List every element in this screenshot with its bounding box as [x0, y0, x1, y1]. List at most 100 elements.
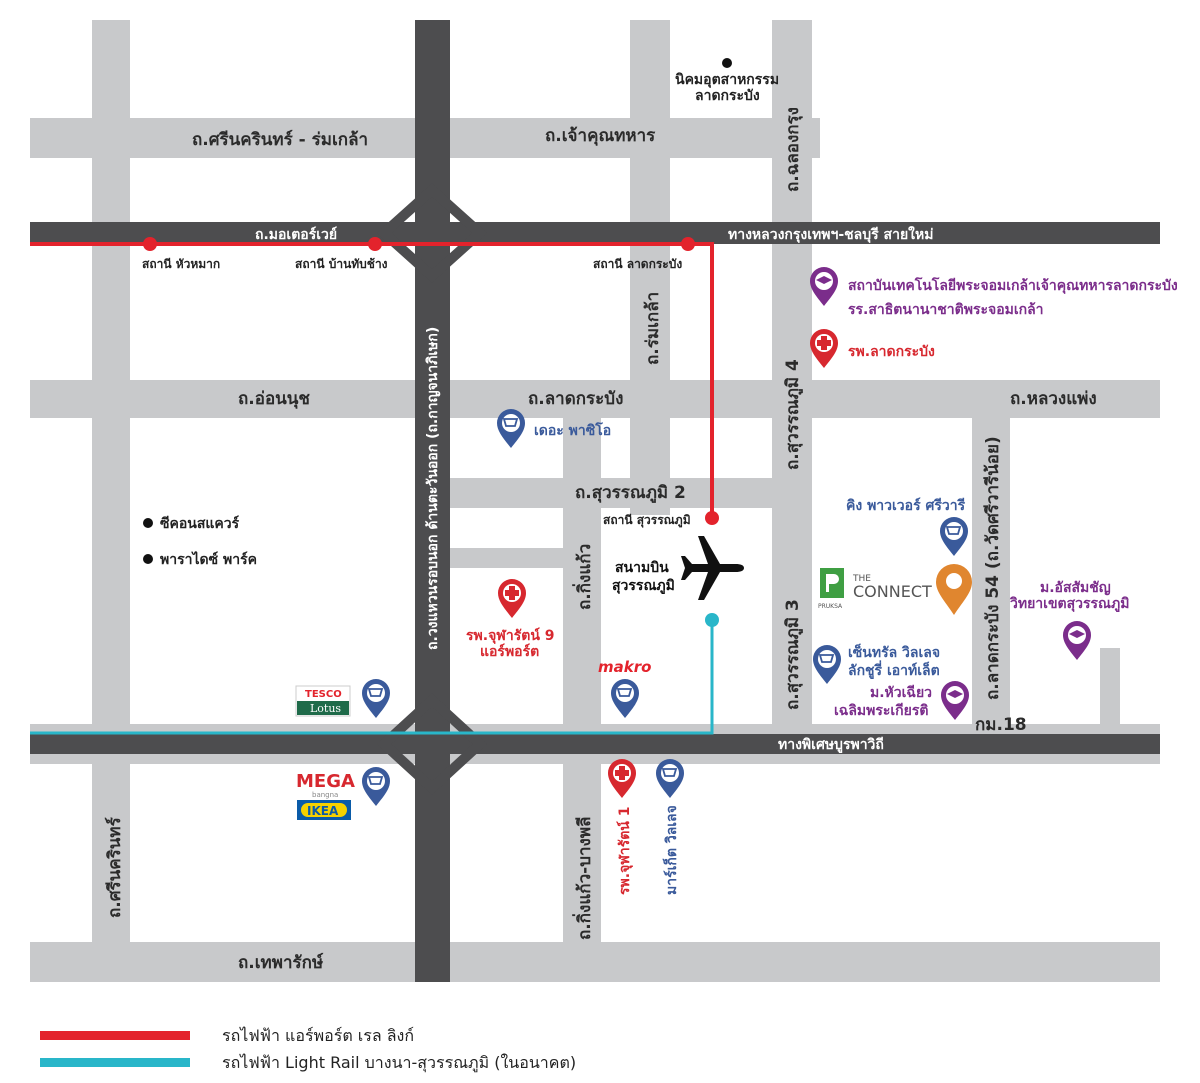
poi-market-village: มาร์เก็ต วิลเลจ — [656, 759, 684, 895]
road-suvarnabhumi-3 — [772, 490, 812, 750]
label-chularat1: รพ.จุฬารัตน์ 1 — [616, 807, 633, 896]
poi-seacon-paradise: ซีคอนสแควร์ พาราไดซ์ พาร์ค — [143, 515, 257, 568]
mega-sub: bangna — [312, 791, 338, 799]
road-lat-krabang-54 — [972, 380, 1010, 740]
poi-assumption: ม.อัสสัมชัญ วิทยาเขตสุวรรณภูมิ — [1009, 580, 1130, 660]
label-on-nut: ถ.อ่อนนุช — [238, 389, 310, 409]
label-km18: กม.18 — [975, 715, 1027, 735]
label-suvarnabhumi-4: ถ.สุวรรณภูมิ 4 — [783, 359, 804, 470]
station-dot-hua-mak — [143, 237, 157, 251]
label-paseo: เดอะ พาซิโอ — [534, 421, 611, 439]
poi-tesco-lotus: TESCO Lotus — [295, 679, 390, 718]
poi-the-connect: PRUKSA THE CONNECT — [818, 564, 972, 615]
label-bangkok-chonburi: ทางหลวงกรุงเทพฯ-ชลบุรี สายใหม่ — [728, 225, 933, 243]
label-thepharak: ถ.เทพารักษ์ — [238, 952, 324, 973]
airport-rail-link-line — [30, 242, 714, 518]
label-seacon: ซีคอนสแควร์ — [160, 515, 240, 532]
label-station-lat-krabang: สถานี ลาดกระบัง — [593, 257, 682, 271]
label-lat-krabang-54: ถ.ลาดกระบัง 54 (ถ.วัดศรีวารีน้อย) — [982, 436, 1003, 700]
light-rail-line — [30, 620, 714, 735]
tesco-text: TESCO — [305, 689, 342, 700]
poi-central-village: เซ็นทรัล วิลเลจ ลักชูรี่ เอาท์เล็ต — [813, 643, 940, 684]
the-connect-text-1: THE — [852, 574, 871, 584]
label-lat-krabang-hospital: รพ.ลาดกระบัง — [848, 344, 935, 360]
label-king-kaeo-bang-phli: ถ.กิ่งแก้ว-บางพลี — [572, 817, 595, 940]
station-dot-ban-thap-chang — [368, 237, 382, 251]
station-dot-lat-krabang — [681, 237, 695, 251]
highway-motorway — [30, 222, 1160, 244]
legend-label-light-rail: รถไฟฟ้า Light Rail บางนา-สุวรรณภูมิ (ในอ… — [222, 1053, 576, 1073]
label-industrial-1: นิคมอุตสาหกรรม — [675, 72, 779, 88]
poi-king-power: คิง พาวเวอร์ ศรีวารี — [846, 497, 968, 556]
label-king-kaeo: ถ.กิ่งแก้ว — [572, 544, 595, 610]
lotus-text: Lotus — [310, 702, 341, 715]
label-airport-line2: สุวรรณภูมิ — [612, 578, 675, 594]
poi-kmitl: สถาบันเทคโนโลยีพระจอมเกล้าเจ้าคุณทหารลาด… — [810, 267, 1178, 318]
label-hua-chiew-2: เฉลิมพระเกียรติ — [834, 703, 928, 719]
road-stub-east — [1100, 648, 1120, 728]
highway-burapha-withi — [30, 734, 1160, 754]
label-kanchanaphisek: ถ.วงแหวนรอบนอก ด้านตะวันออก (ถ.กาญจนาภิเ… — [425, 327, 441, 650]
label-luang-phaeng: ถ.หลวงแพ่ง — [1010, 389, 1097, 409]
industrial-dot — [722, 58, 732, 68]
ikea-text: IKEA — [307, 804, 339, 818]
label-romklao: ถ.ร่มเกล้า — [643, 292, 663, 365]
seacon-dot — [143, 518, 153, 528]
interchange-south — [376, 693, 488, 795]
road-burapha-side — [30, 724, 1160, 734]
poi-chularat9: รพ.จุฬารัตน์ 9 แอร์พอร์ต — [466, 579, 555, 660]
station-dot-light-rail — [705, 613, 719, 627]
label-kmitl-school: รร.สาธิตนานาชาติพระจอมเกล้า — [848, 302, 1044, 318]
airplane-icon — [681, 536, 744, 600]
label-srinakarin: ถ.ศรีนครินทร์ — [104, 816, 125, 918]
road-chao-khun-thahan — [450, 118, 820, 158]
road-burapha-side-2 — [30, 752, 1160, 764]
label-station-hua-mak: สถานี หัวหมาก — [142, 257, 220, 271]
label-srinakarin-romklao: ถ.ศรีนครินทร์ - ร่มเกล้า — [192, 129, 368, 150]
legend-swatch-airport-link — [40, 1031, 190, 1040]
airport: สนามบิน สุวรรณภูมิ — [612, 536, 744, 600]
road-suvarnabhumi-2 — [450, 478, 810, 508]
label-lat-krabang: ถ.ลาดกระบัง — [528, 389, 623, 409]
interchange-north — [376, 183, 488, 283]
poi-hua-chiew: ม.หัวเฉียว เฉลิมพระเกียรติ — [834, 681, 969, 720]
road-thepharak — [30, 942, 1160, 982]
mega-logo: MEGA — [296, 771, 355, 792]
makro-logo: makro — [598, 658, 651, 676]
label-central-village-2: ลักชูรี่ เอาท์เล็ต — [848, 660, 940, 679]
legend-label-airport-link: รถไฟฟ้า แอร์พอร์ต เรล ลิงก์ — [222, 1026, 414, 1045]
paradise-dot — [143, 554, 153, 564]
label-airport-line1: สนามบิน — [615, 560, 669, 576]
poi-makro: makro — [598, 658, 651, 718]
poi-paseo: เดอะ พาซิโอ — [497, 409, 611, 448]
label-assumption-2: วิทยาเขตสุวรรณภูมิ — [1009, 596, 1130, 612]
label-chularat9-1: รพ.จุฬารัตน์ 9 — [466, 627, 555, 644]
label-paradise: พาราไดซ์ พาร์ค — [160, 550, 257, 568]
poi-mega-ikea: MEGA bangna IKEA — [296, 767, 390, 820]
station-labels: สถานี หัวหมาก สถานี บ้านทับช้าง สถานี ลา… — [142, 257, 691, 528]
road-king-kaeo — [563, 380, 601, 945]
label-station-suvarnabhumi: สถานี สุวรรณภูมิ — [603, 513, 691, 528]
pruksa-text: PRUKSA — [818, 603, 843, 610]
label-chularat9-2: แอร์พอร์ต — [480, 643, 539, 660]
rail-lines — [30, 237, 719, 735]
industrial-estate: นิคมอุตสาหกรรม ลาดกระบัง — [675, 58, 779, 104]
station-dot-suvarnabhumi — [705, 511, 719, 525]
highways — [30, 20, 1160, 982]
location-pin-icon — [936, 564, 972, 615]
road-network — [30, 20, 1160, 982]
poi-lat-krabang-hospital: รพ.ลาดกระบัง — [810, 329, 935, 368]
road-srinakarin — [92, 20, 130, 945]
label-station-ban-thap-chang: สถานี บ้านทับช้าง — [295, 257, 388, 271]
legend: รถไฟฟ้า แอร์พอร์ต เรล ลิงก์ รถไฟฟ้า Ligh… — [40, 1026, 576, 1073]
the-connect-text-2: CONNECT — [853, 582, 932, 601]
label-suvarnabhumi-3: ถ.สุวรรณภูมิ 3 — [783, 599, 804, 710]
label-suvarnabhumi-2: ถ.สุวรรณภูมิ 2 — [575, 483, 686, 504]
road-on-nut-lat-krabang — [30, 380, 1160, 418]
poi-chularat1: รพ.จุฬารัตน์ 1 — [608, 759, 636, 895]
road-link-airport — [450, 548, 570, 568]
legend-swatch-light-rail — [40, 1058, 190, 1067]
label-central-village-1: เซ็นทรัล วิลเลจ — [848, 643, 940, 661]
label-market-village: มาร์เก็ต วิลเลจ — [662, 805, 680, 895]
label-chao-khun-thahan: ถ.เจ้าคุณทหาร — [545, 126, 656, 146]
